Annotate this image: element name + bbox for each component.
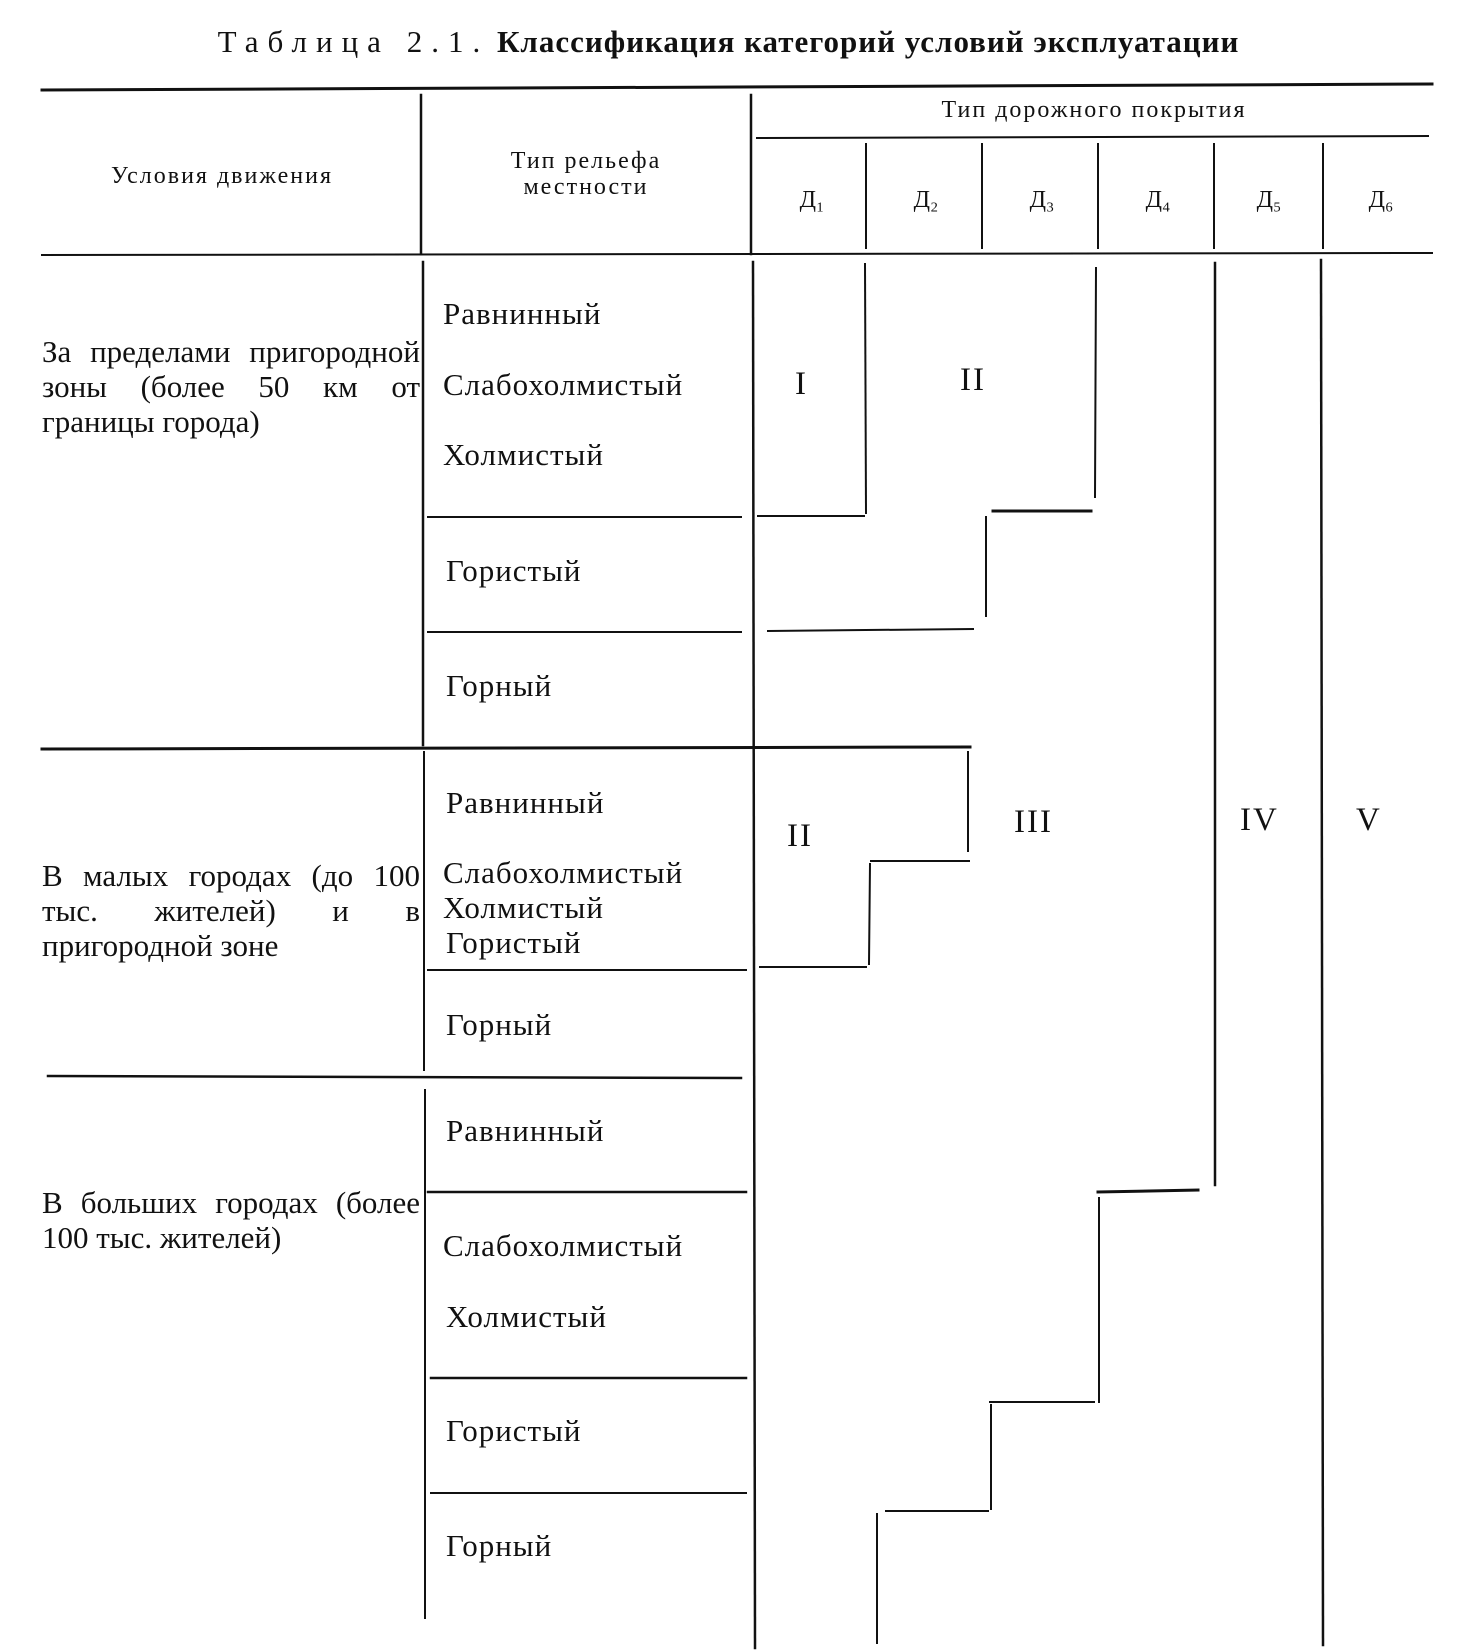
table-top-rule: [40, 82, 1434, 92]
conditions-small-towns: В малых городах (до 100 тыс. жителей) и …: [42, 858, 420, 963]
category-ii-right: [1093, 266, 1098, 499]
conditions-outside-suburban: За пределами пригородной зоны (более 50 …: [42, 334, 420, 439]
relief-2-flat: Равнинный: [446, 785, 605, 820]
relief-2-mountainous: Горный: [446, 1007, 553, 1042]
category-ii-lower-riser-2: [867, 862, 872, 966]
relief-3-hilly: Холмистый: [446, 1299, 607, 1334]
header-bottom-rule: [40, 251, 1434, 257]
category-i-label: I: [795, 366, 808, 402]
relief-3-flat: Равнинный: [446, 1113, 605, 1148]
surface-type-rule: [755, 134, 1430, 140]
header-d2: Д₂: [913, 187, 939, 213]
header-d4: Д₄: [1145, 187, 1171, 213]
relief-3-slightly-hilly: Слабохолмистый: [443, 1228, 684, 1263]
category-v-label: V: [1356, 802, 1382, 838]
conditions-large-cities: В больших городах (более 100 тыс. жителе…: [42, 1185, 420, 1255]
category-iii-step-1: [1096, 1188, 1200, 1194]
category-iv-label: IV: [1240, 802, 1279, 838]
relief-1-flat: Равнинный: [443, 296, 602, 331]
category-v-left: [1319, 258, 1325, 1647]
table-title: Классификация категорий условий эксплуат…: [496, 24, 1240, 59]
category-ii-bottom: [766, 627, 975, 633]
table-number: Таблица 2.1.: [217, 24, 490, 59]
header-d5: Д₅: [1256, 187, 1282, 213]
header-d6: Д₆: [1368, 187, 1394, 213]
relief-3-rugged: Гористый: [446, 1413, 582, 1448]
category-iii-label: III: [1014, 804, 1053, 840]
section-divider-1: [40, 745, 972, 751]
relief-1-slightly-hilly: Слабохолмистый: [443, 367, 684, 402]
relief-3-mountainous: Горный: [446, 1528, 553, 1563]
category-i-right: [863, 262, 868, 515]
category-ii-upper-label: II: [960, 362, 986, 398]
header-relief-line-1: Тип рельефа: [510, 148, 662, 174]
body-relief-category-separator: [751, 260, 757, 1650]
header-d3: Д₃: [1029, 187, 1055, 213]
relief-2-rugged: Гористый: [446, 925, 582, 960]
relief-1-rugged: Гористый: [446, 553, 582, 588]
table-caption: Таблица 2.1. Классификация категорий усл…: [0, 24, 1457, 60]
header-relief-line-2: местности: [523, 174, 649, 200]
section-divider-2: [46, 1074, 743, 1080]
category-ii-lower-label: II: [787, 818, 813, 854]
header-d1: Д₁: [799, 187, 825, 213]
relief-1-mountainous: Горный: [446, 668, 553, 703]
relief-2-slightly-hilly: Слабохолмистый: [443, 855, 684, 890]
header-surface-type: Тип дорожного покрытия: [941, 97, 1247, 123]
header-conditions: Условия движения: [111, 163, 333, 189]
relief-2-hilly: Холмистый: [443, 890, 604, 925]
relief-1-hilly: Холмистый: [443, 437, 604, 472]
